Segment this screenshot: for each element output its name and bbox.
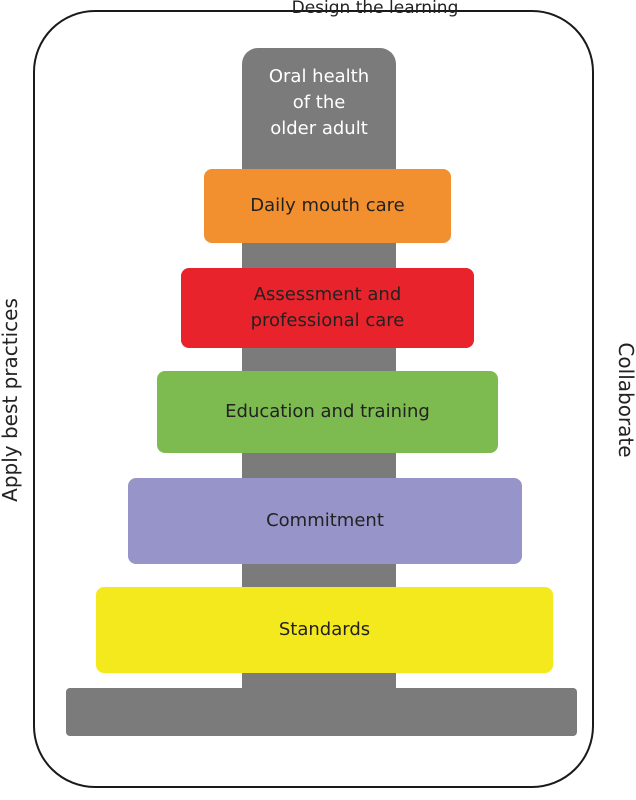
- tier-education-training: Education and training: [157, 371, 498, 453]
- tier-assessment-professional-care: Assessment and professional care: [181, 268, 474, 348]
- tier-label: Standards: [278, 619, 371, 640]
- tier-standards: Standards: [96, 587, 553, 673]
- pillar-label-text: Oral health of the older adult: [268, 66, 370, 139]
- tier-commitment: Commitment: [128, 478, 522, 564]
- tier-label: Assessment and professional care: [250, 284, 405, 331]
- tier-daily-mouth-care: Daily mouth care: [204, 169, 451, 243]
- tier-label: Commitment: [266, 510, 384, 531]
- tier-label: Daily mouth care: [250, 195, 405, 216]
- tier-label: Education and training: [225, 401, 430, 422]
- side-label-right: Collaborate: [614, 342, 636, 458]
- side-label-left: Apply best practices: [0, 298, 22, 502]
- pillar-base: [66, 688, 577, 736]
- pillar-label: Oral health of the older adult: [242, 64, 396, 142]
- rounded-frame: Design the learning: [33, 0, 594, 788]
- top-label: Design the learning: [291, 0, 459, 18]
